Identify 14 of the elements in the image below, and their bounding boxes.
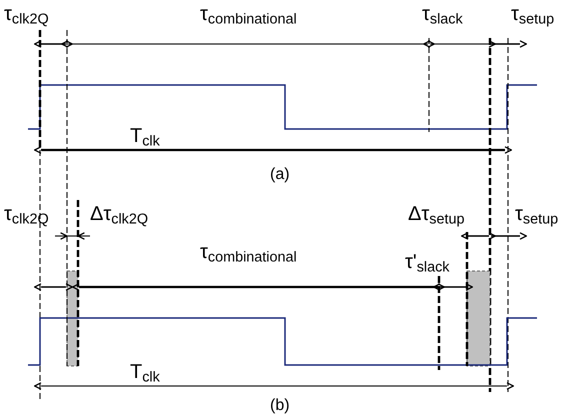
- panel-label: (b): [270, 398, 290, 414]
- timing-label: τ$_{setup}$: [515, 204, 558, 227]
- timing-label: τ$_{combinational}$: [200, 242, 297, 265]
- timing-label: τ$_{slack}$: [422, 4, 463, 27]
- panel-label: (a): [270, 167, 290, 183]
- timing-label: τ$_{clk2Q}$: [4, 4, 49, 27]
- timing-label: τ$_{setup}$: [511, 4, 554, 27]
- timing-label: τ'$_{slack}$: [405, 252, 450, 275]
- timing-label: Δτ$_{setup}$: [408, 204, 464, 227]
- timing-label: T$_{clk}$: [130, 126, 160, 149]
- timing-label: τ$_{clk2Q}$: [4, 204, 49, 227]
- timing-label: Δτ$_{clk2Q}$: [90, 204, 148, 227]
- timing-label: τ$_{combinational}$: [200, 4, 297, 27]
- timing-label: T$_{clk}$: [130, 362, 160, 385]
